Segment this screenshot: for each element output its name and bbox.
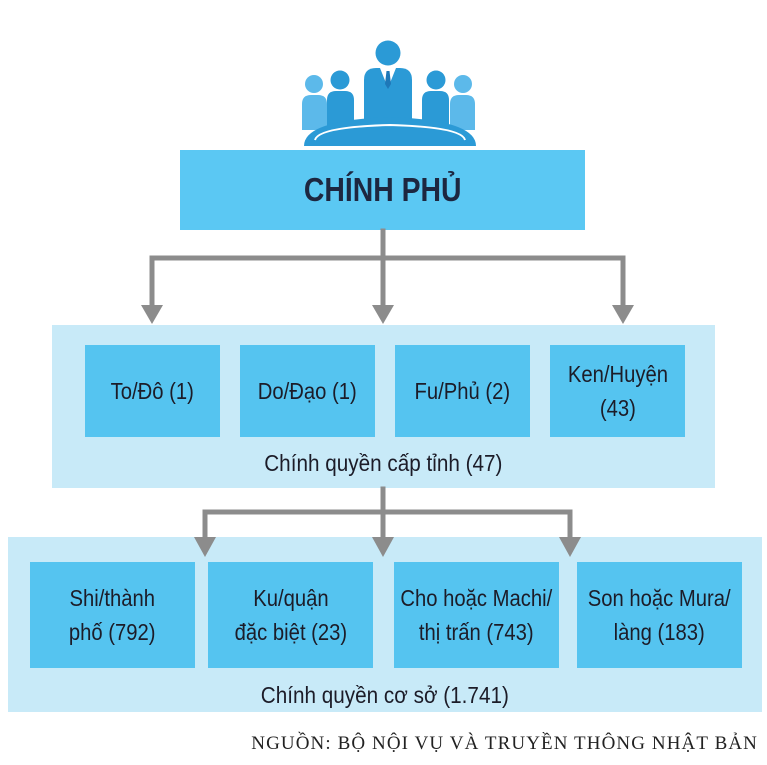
government-box: CHÍNH PHỦ (180, 150, 585, 230)
person-left-outer-icon (302, 75, 327, 130)
government-label: CHÍNH PHỦ (303, 171, 462, 208)
unit-line: thị trấn (743) (419, 619, 534, 645)
unit-line: đặc biệt (23) (234, 619, 347, 645)
unit-text: Son hoặc Mura/ làng (183) (588, 581, 731, 649)
municipal-unit-ku: Ku/quận đặc biệt (23) (208, 562, 373, 668)
unit-text: Ku/quận đặc biệt (23) (234, 581, 347, 649)
unit-text: Do/Đạo (1) (258, 374, 357, 408)
municipal-label-text: Chính quyền cơ sở (1.741) (260, 682, 510, 708)
prefecture-unit-to: To/Đô (1) (85, 345, 220, 437)
prefectural-label: Chính quyền cấp tỉnh (47) (52, 449, 715, 477)
unit-line: Ken/Huyện (567, 361, 668, 387)
person-right-inner-icon (422, 70, 449, 128)
unit-text: Fu/Phủ (2) (415, 374, 511, 408)
unit-line: Fu/Phủ (2) (414, 378, 511, 404)
unit-line: (43) (599, 395, 636, 421)
prefectural-panel: To/Đô (1) Do/Đạo (1) Fu/Phủ (2) Ken/Huyệ… (52, 325, 715, 488)
prefectural-label-text: Chính quyền cấp tỉnh (47) (264, 450, 503, 476)
unit-line: Shi/thành (69, 585, 156, 611)
person-right-outer-icon (450, 75, 475, 130)
source-note: NGUỒN: BỘ NỘI VỤ VÀ TRUYỀN THÔNG NHẬT BẢ… (251, 733, 758, 754)
person-center-leader-icon (364, 40, 412, 122)
municipal-unit-cho-machi: Cho hoặc Machi/ thị trấn (743) (394, 562, 559, 668)
unit-text: Ken/Huyện (43) (567, 357, 667, 425)
unit-line: làng (183) (613, 619, 706, 645)
person-left-inner-icon (327, 70, 354, 128)
arrow-down-left (141, 255, 163, 324)
prefecture-unit-fu: Fu/Phủ (2) (395, 345, 530, 437)
municipal-panel: Shi/thành phố (792) Ku/quận đặc biệt (23… (8, 537, 762, 712)
municipal-unit-son-mura: Son hoặc Mura/ làng (183) (577, 562, 742, 668)
prefecture-unit-do: Do/Đạo (1) (240, 345, 375, 437)
unit-line: Ku/quận (252, 585, 329, 611)
municipal-label: Chính quyền cơ sở (1.741) (8, 681, 762, 709)
unit-text: Cho hoặc Machi/ thị trấn (743) (401, 581, 553, 649)
unit-line: To/Đô (1) (110, 378, 195, 404)
unit-line: phố (792) (69, 619, 156, 645)
unit-line: Cho hoặc Machi/ (400, 585, 553, 611)
unit-text: To/Đô (1) (111, 374, 194, 408)
conference-table-icon (304, 117, 476, 146)
municipal-unit-shi: Shi/thành phố (792) (30, 562, 195, 668)
unit-text: Shi/thành phố (792) (69, 581, 156, 649)
unit-line: Do/Đạo (1) (257, 378, 357, 404)
arrow-down-center (372, 255, 394, 324)
unit-line: Son hoặc Mura/ (588, 585, 731, 611)
meeting-people-icon (302, 40, 476, 146)
arrows-government-to-prefectural (141, 228, 634, 324)
prefecture-unit-ken: Ken/Huyện (43) (550, 345, 685, 437)
arrow-down-right (612, 255, 634, 324)
